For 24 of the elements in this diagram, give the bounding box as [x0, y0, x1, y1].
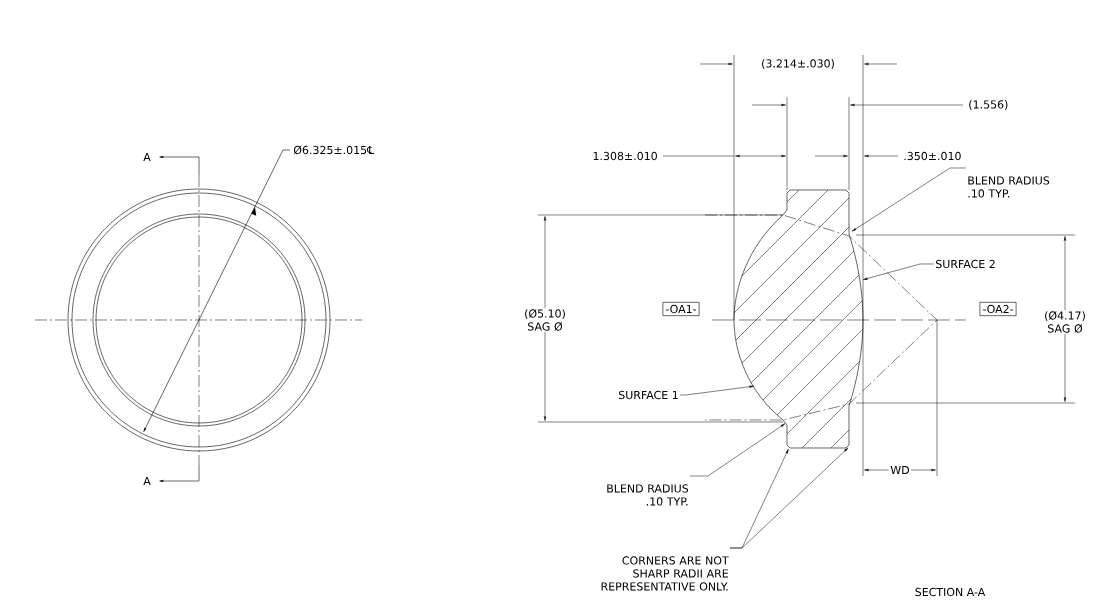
dimension-text: .350±.010 [904, 151, 961, 161]
leader-line [851, 167, 967, 232]
view-title: SECTION A-A [915, 587, 986, 597]
dimension-text: 1.308±.010 [593, 151, 657, 161]
leader-line [679, 385, 754, 396]
dimension-text: Ø6.325±.015℄ [293, 145, 375, 155]
dimension-text: (Ø4.17) SAG Ø [1041, 310, 1089, 334]
dimension-text: (1.556) [969, 100, 1008, 110]
callout-text: BLEND RADIUS .10 TYP. [607, 484, 689, 506]
callout-text: CORNERS ARE NOT SHARP RADII ARE REPRESENTATIVE ONLY. [601, 556, 729, 591]
leader-line [729, 447, 849, 549]
dimension-text: (3.214±.030) [762, 59, 834, 69]
leader-line [689, 423, 786, 477]
callout-text: SURFACE 2 [936, 259, 995, 269]
section-letter: A [143, 153, 151, 161]
datum-box: -OA1- [662, 302, 700, 316]
callout-text: SURFACE 1 [619, 390, 678, 400]
datum-box: -OA2- [979, 302, 1017, 316]
callout-text: BLEND RADIUS .10 TYP. [968, 176, 1050, 198]
leader-line [863, 263, 935, 280]
dimension-text: WD [888, 464, 912, 476]
dimension-text: (Ø5.10) SAG Ø [521, 308, 569, 332]
lens-section-drawing [733, 189, 864, 449]
section-letter: A [143, 477, 151, 485]
